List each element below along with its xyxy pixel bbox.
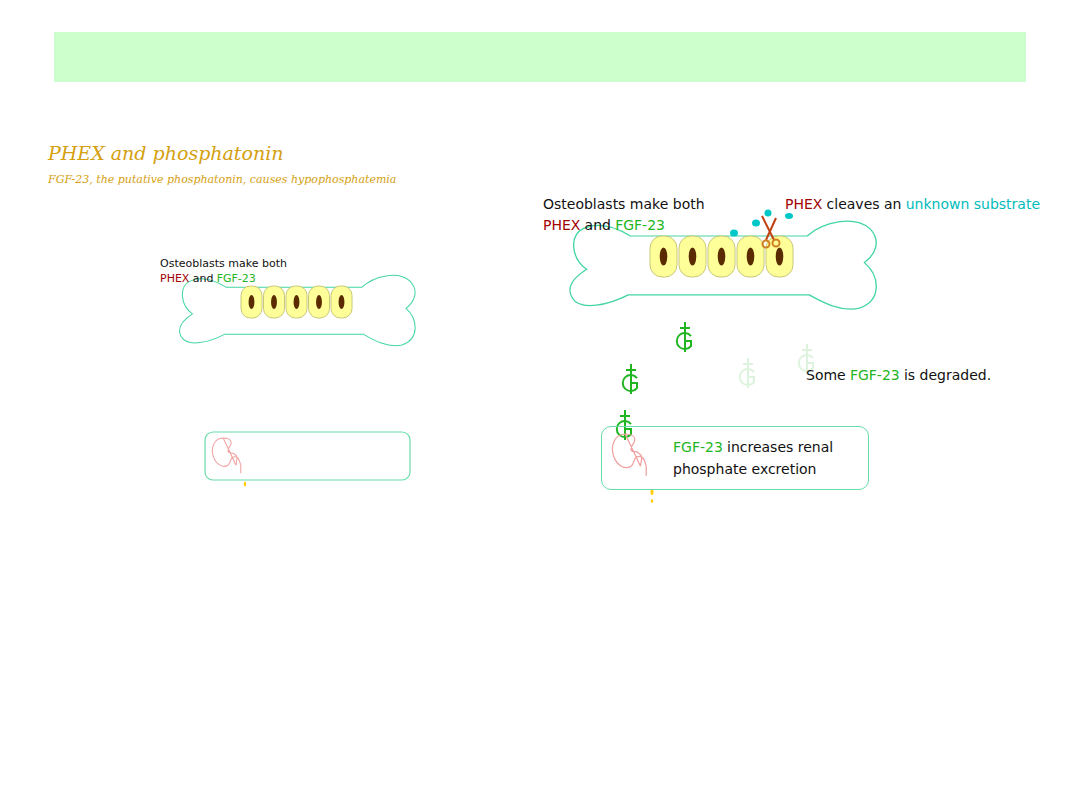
text-line: Osteoblasts make both xyxy=(160,257,287,270)
osteoblast-cell xyxy=(331,286,352,318)
substrate xyxy=(730,210,793,237)
label: and xyxy=(585,217,611,234)
cell-nucleus xyxy=(747,247,755,265)
kidney-box: FGF-23increases renal phosphate excretio… xyxy=(601,426,869,490)
osteoblast-cell xyxy=(264,286,285,318)
node-text: FGF-23 xyxy=(673,439,723,455)
cell-nucleus xyxy=(660,247,668,265)
cell-nucleus xyxy=(776,247,784,265)
label: FGF-23 xyxy=(850,367,900,384)
osteoblast-cell xyxy=(737,236,764,277)
osteoblast-cell xyxy=(708,236,735,277)
label: Osteoblasts make both xyxy=(543,196,705,213)
cell-nucleus xyxy=(271,295,277,309)
label: FGF-23 xyxy=(217,272,256,285)
cell-nucleus xyxy=(294,295,300,309)
text-line: FGF-23, the putative phosphatonin, cause… xyxy=(48,173,396,186)
title: PHEX and phosphatonin xyxy=(48,142,284,164)
label: unknown substrate xyxy=(906,196,1040,213)
kidney-box xyxy=(205,432,410,480)
label: PHEX xyxy=(543,217,580,234)
text-line: PHEX cleaves anunknown substrate xyxy=(785,196,1040,213)
label: cleaves an xyxy=(827,196,902,213)
cell-nucleus xyxy=(689,247,697,265)
label: and xyxy=(193,272,214,285)
text-line: Osteoblasts make both xyxy=(543,196,705,213)
text-line: PHEX andFGF-23 xyxy=(160,272,256,285)
text-line: SomeFGF-23is degraded. xyxy=(806,367,991,384)
text-line: PHEX andFGF-23 xyxy=(543,217,665,234)
label: PHEX xyxy=(160,272,189,285)
label: PHEX xyxy=(785,196,822,213)
cell-nucleus xyxy=(339,295,345,309)
cell-nucleus xyxy=(718,247,726,265)
osteoblast-cell xyxy=(679,236,706,277)
osteoblast-cell xyxy=(650,236,677,277)
cell-nucleus xyxy=(316,295,322,309)
osteoblast-cell xyxy=(286,286,307,318)
cell-nucleus xyxy=(249,295,255,309)
osteoblast-cell xyxy=(309,286,330,318)
label: FGF-23, the putative phosphatonin, cause… xyxy=(48,173,396,186)
label: is degraded. xyxy=(904,367,991,384)
scissors xyxy=(762,216,780,248)
label: Osteoblasts make both xyxy=(160,257,287,270)
osteoblast-cell xyxy=(241,286,262,318)
label: FGF-23 xyxy=(615,217,665,234)
label: Some xyxy=(806,367,846,384)
header-band xyxy=(54,32,1026,82)
